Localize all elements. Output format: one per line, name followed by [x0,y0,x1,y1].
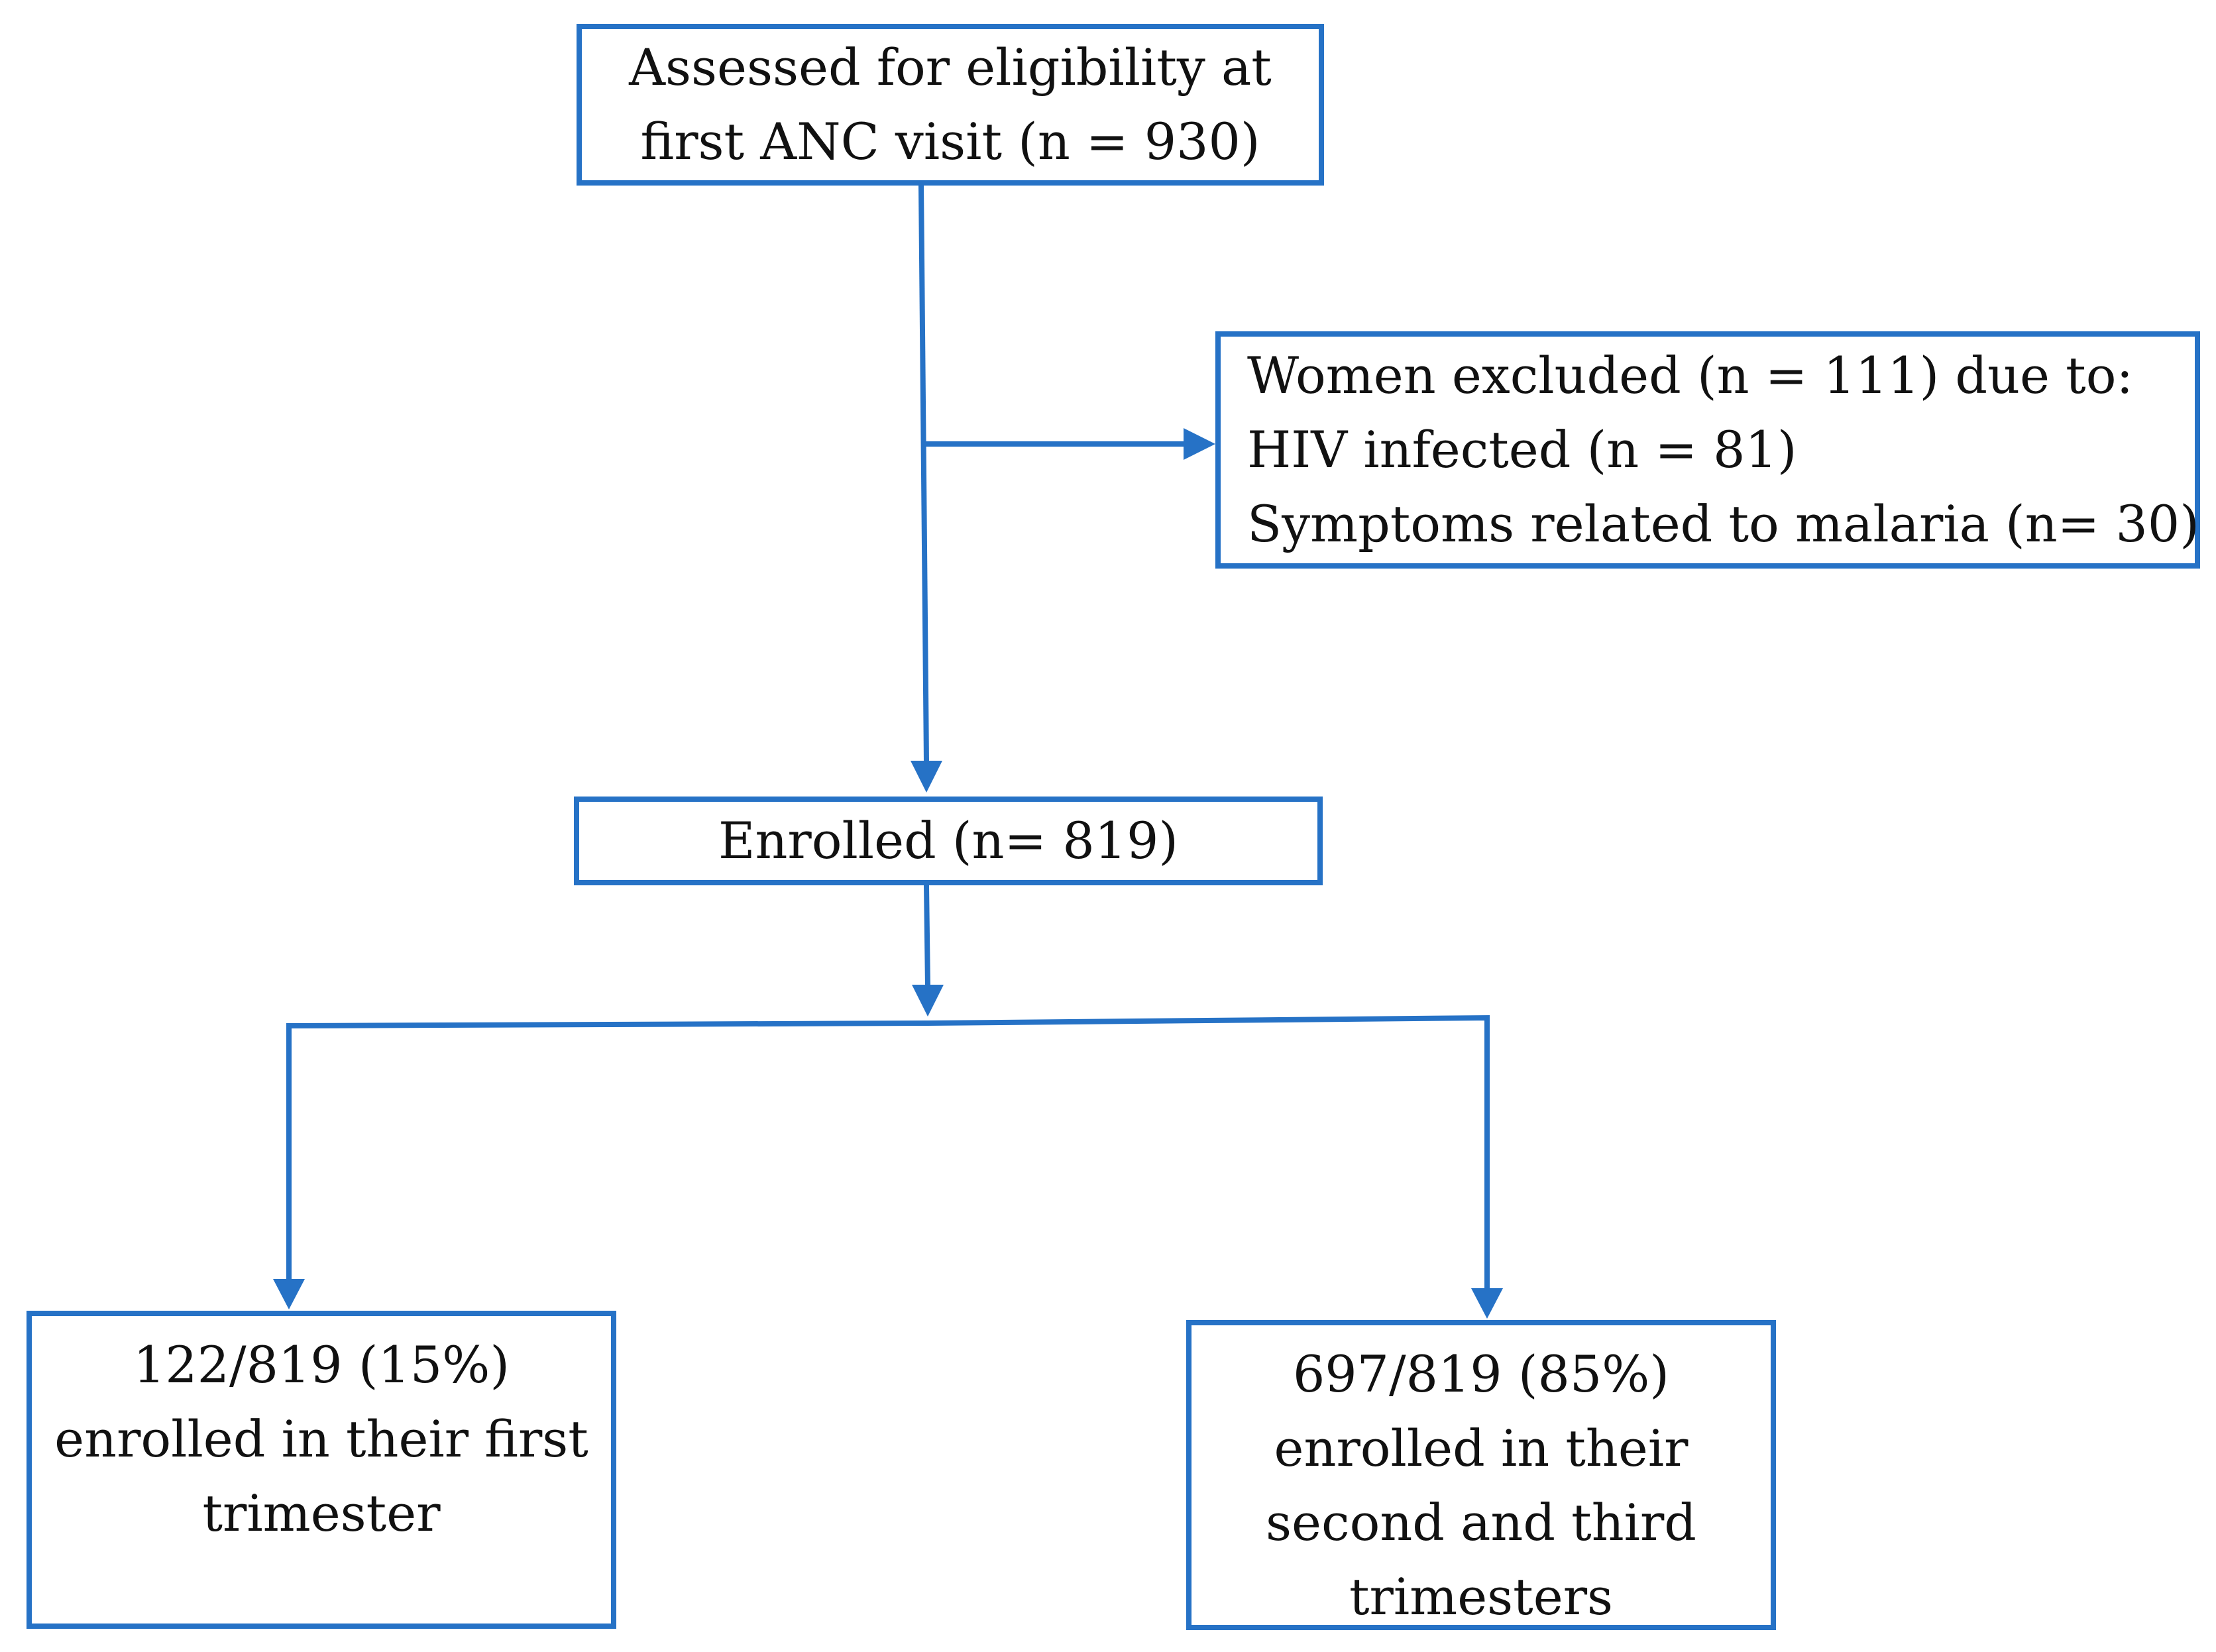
excluded-box: Women excluded (n = 111) due to: HIV inf… [1215,331,2200,569]
first-trimester-box: 122/819 (15%) enrolled in their first tr… [27,1311,616,1629]
second-third-line-3: second and third [1266,1493,1696,1552]
second-third-line-4: trimesters [1349,1567,1614,1626]
enrolled-box: Enrolled (n= 819) [574,797,1323,885]
first-trimester-line-3: trimester [202,1484,441,1543]
arrow-to-first-trimester [273,1279,305,1309]
first-trimester-line-2: enrolled in their first [54,1409,588,1468]
excluded-line-1: Women excluded (n = 111) due to: [1247,346,2134,405]
assessed-line-1: Assessed for eligibility at [629,38,1272,97]
first-trimester-line-1: 122/819 (15%) [133,1335,510,1394]
excluded-line-3: Symptoms related to malaria (n= 30) [1247,494,2199,553]
enrolled-line-1: Enrolled (n= 819) [718,811,1179,870]
second-third-line-1: 697/819 (85%) [1292,1345,1670,1404]
arrow-enrolled-to-branch [912,885,944,1017]
arrow-to-excluded [922,428,1215,460]
arrow-to-second-third-trimester [1471,1288,1503,1319]
second-third-trimester-box: 697/819 (85%) enrolled in their second a… [1186,1320,1776,1630]
arrow-assessed-to-enrolled [911,185,942,793]
second-third-line-2: enrolled in their [1274,1419,1689,1478]
assessed-box: Assessed for eligibility at first ANC vi… [577,24,1324,186]
branch-line [286,1015,1490,1288]
assessed-line-2: first ANC visit (n = 930) [640,112,1260,171]
excluded-line-2: HIV infected (n = 81) [1247,420,1797,479]
